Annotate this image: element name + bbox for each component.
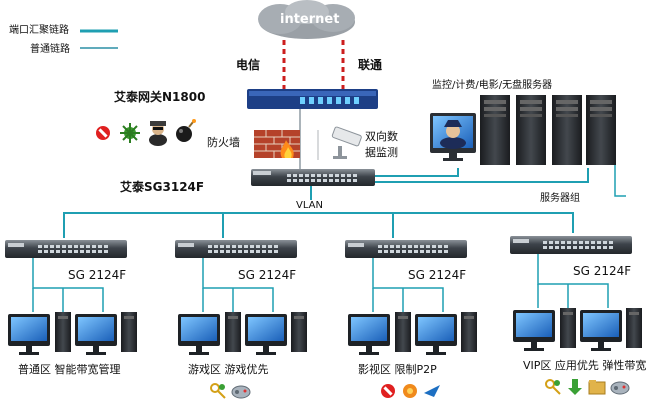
zone-label: VIP区 应用优先 弹性带宽 [523,359,647,372]
pc-monitor-icon [415,314,457,355]
isp-unicom-label: 联通 [358,58,383,72]
pc-monitor-icon [8,314,50,355]
server-tower-icon [516,95,546,165]
legend-normal-label: 普通链路 [30,44,70,55]
gamepad-icon [610,381,630,395]
server-tower-icon [586,95,616,165]
gamepad-icon [231,385,251,399]
access-switch-label: SG 2124F [68,268,127,282]
bomb-icon [176,119,196,142]
pc-tower-icon [225,312,241,352]
pc-monitor-icon [580,310,622,351]
server-tower-icon [480,95,510,165]
gateway-device [247,89,378,109]
pc-tower-icon [626,308,642,348]
core-server-link [375,168,589,183]
access-switch-device [510,236,632,254]
access-switch-device [345,240,467,258]
pc-monitor-icon [348,314,390,355]
server-tower-icon [552,95,582,165]
monitor-label-line1: 双向数 [365,130,398,143]
access-switch-label: SG 2124F [573,264,632,278]
legend-aggregation-label: 端口汇聚链路 [9,25,69,36]
key-icon [545,379,561,395]
internet-cloud [258,0,355,39]
access-switch-label: SG 2124F [408,268,467,282]
pc-monitor-icon [178,314,220,355]
p2p-icon [403,384,417,398]
hacker-icon [149,121,167,146]
access-switch-device [175,240,297,258]
download-icon [568,379,582,395]
pc-monitor-icon [245,314,287,355]
pc-tower-icon [55,312,71,352]
folder-icon [588,380,606,395]
vlan-trunk [63,212,574,238]
server-group-label: 服务器组 [540,193,580,204]
pc-monitor-icon [75,314,117,355]
no-entry-icon [96,126,110,140]
access-switch-label: SG 2124F [238,268,297,282]
pc-tower-icon [461,312,477,352]
internet-label: internet [280,12,340,27]
server-title: 监控/计费/电影/无盘服务器 [432,80,553,91]
access-switch-device [5,240,127,258]
no-entry-icon [381,384,395,398]
camera-icon [331,126,362,159]
surveillance-monitor-icon [430,113,476,161]
vlan-label: VLAN [296,200,323,211]
pc-tower-icon [395,312,411,352]
zone-label: 普通区 智能带宽管理 [18,363,121,376]
bird-icon [424,385,440,397]
core-switch-device [251,169,375,186]
key-icon [210,383,226,399]
pc-tower-icon [291,312,307,352]
pc-tower-icon [560,308,576,348]
isp-telecom-label: 电信 [236,58,261,72]
virus-icon [120,123,140,143]
gateway-label: 艾泰网关N1800 [114,90,206,104]
firewall-label: 防火墙 [207,136,240,149]
zone-label: 影视区 限制P2P [358,363,437,376]
firewall-icon [254,130,300,158]
core-switch-label: 艾泰SG3124F [120,180,205,194]
zone-label: 游戏区 游戏优先 [188,363,269,376]
core-monitor-link [375,168,459,177]
pc-tower-icon [121,312,137,352]
pc-monitor-icon [513,310,555,351]
monitor-label-line2: 据监测 [365,146,398,159]
